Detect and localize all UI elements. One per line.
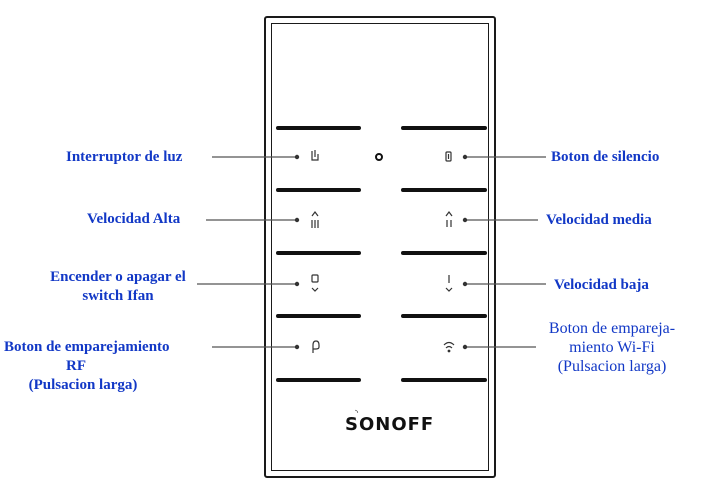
separator-bar <box>401 188 487 192</box>
label-speed-low: Velocidad baja <box>554 277 649 293</box>
label-rf-pairing: Boton de emparejamiento RF (Pulsacion la… <box>4 338 212 395</box>
mute-icon <box>445 151 452 162</box>
brand-logo: SONOFF <box>345 414 435 435</box>
label-wifi-line3: (Pulsacion larga) <box>557 358 667 375</box>
separator-bar <box>276 314 361 318</box>
label-wifi-pairing: Boton de empareja- miento Wi-Fi (Pulsaci… <box>532 319 692 376</box>
separator-bar <box>276 378 361 382</box>
remote-body-outline <box>264 16 496 478</box>
separator-bar <box>401 314 487 318</box>
separator-bar <box>276 188 361 192</box>
label-speed-high: Velocidad Alta <box>87 211 181 227</box>
label-ifan-line1: Encender o apagar el <box>50 269 186 285</box>
speed-medium-icon <box>445 211 453 227</box>
indicator-led-icon <box>375 153 383 161</box>
separator-bar <box>401 251 487 255</box>
label-rf-line2: RF <box>66 358 86 374</box>
label-mute: Boton de silencio <box>551 149 660 165</box>
label-light-switch: Interruptor de luz <box>66 149 183 165</box>
label-rf-line1: Boton de emparejamiento <box>4 339 170 355</box>
speed-low-icon <box>445 275 453 292</box>
label-wifi-line1: Boton de empareja- <box>548 320 676 337</box>
signal-wave-icon: ◝ <box>355 408 359 417</box>
rf-pairing-icon <box>312 340 320 353</box>
label-ifan-line2: switch Ifan <box>82 288 154 304</box>
separator-bar <box>401 378 487 382</box>
label-ifan-power: Encender o apagar el switch Ifan <box>34 268 202 306</box>
separator-bar <box>276 126 361 130</box>
label-speed-medium: Velocidad media <box>546 212 652 228</box>
light-bulb-icon <box>311 150 319 161</box>
remote-face <box>271 23 489 471</box>
wifi-icon <box>443 341 455 353</box>
speed-high-icon <box>311 211 319 228</box>
label-wifi-line2: miento Wi-Fi <box>569 339 655 356</box>
separator-bar <box>401 126 487 130</box>
separator-bar <box>276 251 361 255</box>
fan-power-icon <box>311 274 319 292</box>
label-rf-line3: (Pulsacion larga) <box>28 377 138 393</box>
